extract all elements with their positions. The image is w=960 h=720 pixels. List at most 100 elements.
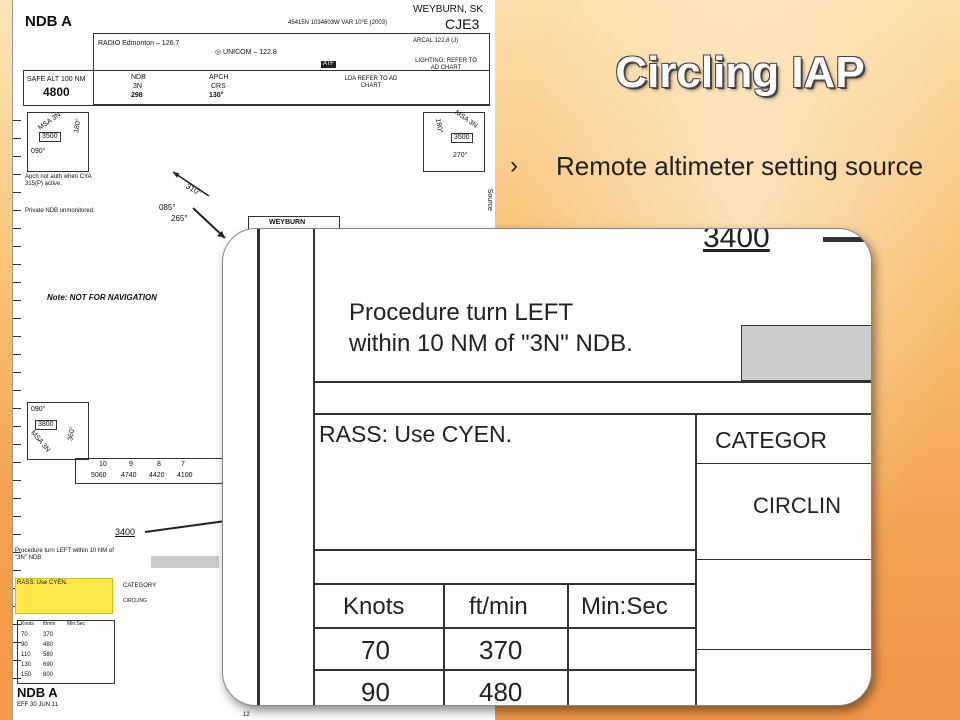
apch-label: APCH bbox=[209, 74, 229, 81]
rate-k4: 150 bbox=[21, 672, 32, 678]
bearing-085: 085° bbox=[159, 203, 176, 212]
weyburn-box bbox=[248, 216, 340, 231]
rate-k3: 130 bbox=[21, 662, 32, 668]
msa-top-alt: 3500 bbox=[39, 132, 61, 142]
dist-h2: 8 bbox=[157, 461, 161, 468]
ndb-label: NDB bbox=[131, 74, 146, 81]
inset-hline-2 bbox=[315, 413, 871, 415]
chart-location: WEYBURN, SK bbox=[413, 4, 484, 15]
msa-right-alt: 3500 bbox=[451, 133, 473, 143]
inset-th-minsec: Min:Sec bbox=[581, 593, 668, 620]
inset-hline-4 bbox=[315, 583, 695, 585]
inset-vline-mid bbox=[695, 413, 697, 705]
dist-v1: 4740 bbox=[121, 472, 137, 479]
atf-badge: ATF bbox=[321, 61, 336, 68]
inset-row-2 bbox=[315, 669, 695, 671]
apch-crs: 130° bbox=[209, 92, 224, 99]
dist-v2: 4420 bbox=[149, 472, 165, 479]
dist-h3: 7 bbox=[181, 461, 185, 468]
slide-title: Circling IAP bbox=[615, 48, 865, 97]
chart-margin-ticks bbox=[13, 120, 21, 680]
inset-alt-top: 3400 bbox=[703, 228, 770, 254]
inset-circling: CIRCLIN bbox=[753, 493, 842, 518]
rass-highlight bbox=[15, 578, 113, 614]
rate-f4: 800 bbox=[43, 672, 54, 678]
descent-line bbox=[145, 519, 234, 533]
rate-h1: ft/min bbox=[43, 621, 56, 627]
bullet-text: Remote altimeter setting source bbox=[556, 151, 924, 181]
safe-alt-value: 4800 bbox=[43, 85, 70, 99]
footer-eff: EFF 30 JUN 11 bbox=[17, 702, 58, 708]
rate-f3: 690 bbox=[43, 662, 54, 668]
inset-cat-line bbox=[697, 463, 871, 464]
dist-h1: 9 bbox=[129, 461, 133, 468]
inset-hline-right bbox=[697, 559, 871, 560]
inset-th-knots: Knots bbox=[343, 593, 405, 620]
rate-h0: Knots bbox=[21, 621, 34, 627]
radio-freq: RADIO Edmonton – 126.7 bbox=[98, 40, 180, 47]
inset-border-left bbox=[257, 229, 260, 705]
rass-small: RASS: Use CYEN. bbox=[17, 580, 68, 586]
msa-top-box bbox=[27, 112, 89, 172]
rate-f2: 580 bbox=[43, 652, 54, 658]
lighting: LIGHTING: REFER TO AD CHART bbox=[415, 58, 477, 71]
msa-right-box bbox=[423, 112, 485, 172]
ndb-freq: 298 bbox=[131, 92, 143, 99]
proc-turn-small: Procedure turn LEFT within 10 NM of "3N"… bbox=[15, 548, 114, 561]
inset-col-1 bbox=[443, 583, 445, 705]
dist-h0: 10 bbox=[99, 461, 107, 468]
rate-k2: 110 bbox=[21, 652, 31, 658]
inset-r1-ftmin: 480 bbox=[479, 677, 523, 706]
safe-alt-label: SAFE ALT 100 NM bbox=[27, 76, 86, 83]
inset-border-inner bbox=[313, 229, 315, 705]
bullet-item: › Remote altimeter setting source bbox=[510, 150, 930, 184]
alt-3400: 3400 bbox=[115, 527, 136, 537]
arcal: ARCAL 122.8 (J) bbox=[413, 38, 459, 44]
inset-th-ftmin: ft/min bbox=[469, 593, 528, 620]
chart-coords: 45415N 1034603W VAR 10°E (2003) bbox=[288, 20, 388, 26]
rate-f0: 370 bbox=[43, 632, 54, 638]
chart-title: NDB A bbox=[25, 13, 72, 30]
msa-bottom-alt: 3800 bbox=[35, 420, 57, 430]
private-ndb: Private NDB unmonitored. bbox=[25, 208, 95, 214]
inset-r0-knots: 70 bbox=[361, 635, 390, 665]
nav-box bbox=[23, 70, 490, 106]
weyburn-label: WEYBURN bbox=[269, 219, 306, 226]
apch-crs-label: CRS bbox=[211, 83, 226, 90]
msa-bottom-box bbox=[27, 402, 89, 460]
comm-box bbox=[93, 33, 490, 105]
inset-proc-turn: Procedure turn LEFT within 10 NM of "3N"… bbox=[349, 299, 633, 358]
source-label: Source bbox=[485, 188, 493, 211]
circling-small: CIRCLING bbox=[123, 598, 147, 604]
gray-bar bbox=[151, 556, 219, 568]
inset-top-bar bbox=[823, 237, 871, 242]
chart-id: CJE3 bbox=[445, 16, 480, 32]
dist-v3: 4100 bbox=[177, 472, 193, 479]
category-small: CATEGORY bbox=[123, 583, 157, 589]
inset-rass: RASS: Use CYEN. bbox=[319, 421, 512, 447]
inset-r0-ftmin: 370 bbox=[479, 635, 523, 665]
apch-not-auth: Apch not auth when CYA 315(P) active. bbox=[25, 174, 92, 187]
page-number: 12 bbox=[243, 712, 250, 718]
inset-col-2 bbox=[567, 583, 569, 705]
rate-k1: 90 bbox=[21, 642, 28, 648]
inset-hline-3 bbox=[315, 549, 695, 551]
msa-bottom-b1: 090° bbox=[31, 406, 46, 413]
inset-hline-1 bbox=[315, 381, 871, 383]
footer-title: NDB A bbox=[17, 685, 58, 700]
bearing-265: 265° bbox=[171, 214, 188, 223]
lda: LDA REFER TO AD CHART bbox=[344, 76, 398, 89]
nav-note: Note: NOT FOR NAVIGATION bbox=[47, 293, 157, 302]
rate-h2: Min:Sec bbox=[67, 621, 86, 627]
dist-table bbox=[75, 458, 227, 484]
ndb-id: 3N bbox=[133, 83, 142, 90]
inset-hline-right2 bbox=[697, 649, 871, 650]
unicom-freq: ◎ UNICOM – 122.8 bbox=[215, 49, 277, 56]
msa-top-b1: 090° bbox=[31, 148, 46, 155]
dist-v0: 5060 bbox=[91, 472, 107, 479]
bullet-marker: › bbox=[510, 152, 518, 179]
msa-right-b1: 270° bbox=[453, 152, 468, 159]
inset-category: CATEGOR bbox=[715, 427, 828, 453]
rate-k0: 70 bbox=[21, 632, 28, 638]
inset-row-1 bbox=[315, 627, 695, 629]
